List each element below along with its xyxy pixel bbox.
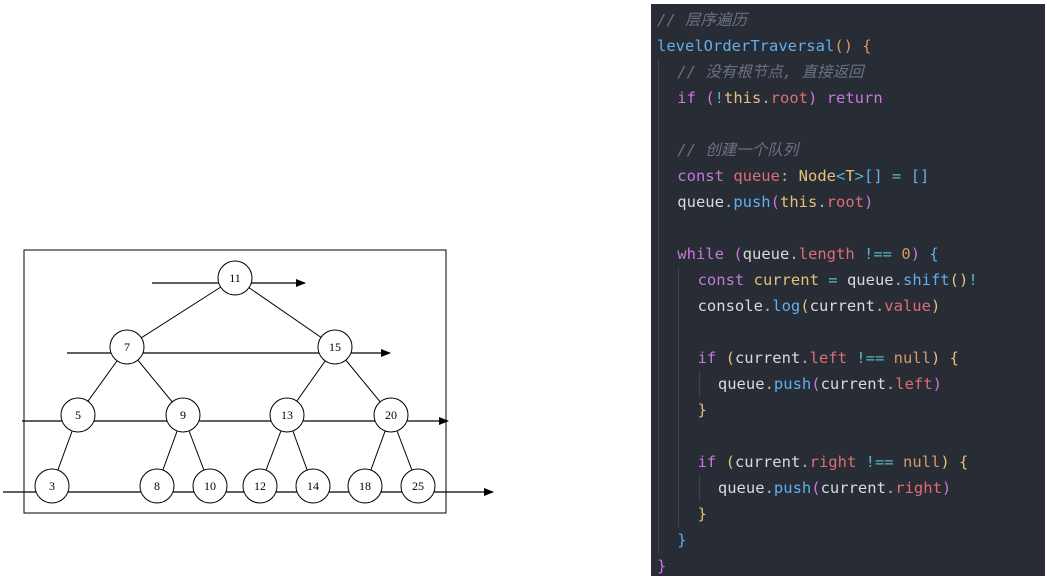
tree-node-9: 9 (165, 397, 201, 433)
prop-length: length (798, 245, 855, 263)
tree-node-label: 10 (204, 479, 216, 493)
kw-while: while (677, 245, 724, 263)
tree-node-10: 10 (192, 468, 228, 504)
prop-root: root (770, 89, 808, 107)
tree-node-circle (347, 468, 383, 504)
function-signature-tail: () { (834, 37, 872, 55)
code-line-4: if (!this.root) return (651, 85, 1045, 111)
tree-node-11: 11 (217, 260, 253, 296)
kw-if: if (677, 89, 696, 107)
code-line-15: queue.push(current.left) (651, 371, 1045, 397)
code-line-9 (651, 215, 1045, 241)
code-line-11: const current = queue.shift()! (651, 267, 1045, 293)
kw-this: this (724, 89, 762, 107)
tree-node-8: 8 (139, 468, 175, 504)
code-line-21: } (651, 527, 1045, 553)
tree-node-14: 14 (295, 468, 331, 504)
tree-node-label: 8 (154, 479, 160, 493)
tree-node-label: 5 (75, 408, 81, 422)
var-current: current (753, 271, 819, 289)
tree-node-13: 13 (269, 397, 305, 433)
tree-node-circle (165, 397, 201, 433)
tree-node-circle (400, 468, 436, 504)
tree-node-circle (34, 468, 70, 504)
tree-node-circle (269, 397, 305, 433)
tree-node-3: 3 (34, 468, 70, 504)
tree-frame (23, 249, 447, 514)
code-line-19: queue.push(current.right) (651, 475, 1045, 501)
code-line-2: levelOrderTraversal() { (651, 33, 1045, 59)
prop-value: value (884, 297, 931, 315)
code-line-7: const queue: Node<T>[] = [] (651, 163, 1045, 189)
code-line-1: // 层序遍历 (651, 7, 1045, 33)
kw-null: null (893, 349, 931, 367)
fn-push: push (733, 193, 771, 211)
fn-log: log (772, 297, 801, 315)
prop-left: left (809, 349, 847, 367)
num-zero: 0 (901, 245, 911, 263)
tree-node-circle (109, 329, 145, 365)
binary-tree-diagram: 11 7 15 5 9 13 20 3 8 10 12 14 18 25 (3, 249, 494, 514)
code-line-10: while (queue.length !== 0) { (651, 241, 1045, 267)
tree-node-12: 12 (242, 468, 278, 504)
type-param: T (845, 167, 855, 185)
obj-console: console (697, 297, 763, 315)
tree-node-label: 20 (385, 408, 397, 422)
tree-edge-11-15 (234, 277, 336, 348)
tree-node-circle (217, 260, 253, 296)
tree-edge-11-7 (126, 277, 236, 348)
var-queue: queue (733, 167, 780, 185)
tree-node-7: 7 (109, 329, 145, 365)
tree-node-18: 18 (347, 468, 383, 504)
tree-node-circle (373, 397, 409, 433)
code-line-18: if (current.right !== null) { (651, 449, 1045, 475)
tree-node-label: 3 (49, 479, 55, 493)
kw-return: return (826, 89, 883, 107)
type-node: Node (798, 167, 836, 185)
code-line-12: console.log(current.value) (651, 293, 1045, 319)
code-line-5 (651, 111, 1045, 137)
tree-node-circle (139, 468, 175, 504)
fn-shift: shift (902, 271, 950, 289)
tree-node-20: 20 (373, 397, 409, 433)
code-line-16: } (651, 397, 1045, 423)
tree-node-circle (60, 397, 96, 433)
tree-node-circle (242, 468, 278, 504)
tree-node-label: 13 (281, 408, 293, 422)
tree-node-circle (192, 468, 228, 504)
tree-node-label: 18 (359, 479, 371, 493)
tree-node-label: 11 (229, 271, 241, 285)
function-name: levelOrderTraversal (657, 37, 835, 55)
tree-node-25: 25 (400, 468, 436, 504)
code-line-13 (651, 319, 1045, 345)
tree-node-5: 5 (60, 397, 96, 433)
comment-no-root: // 没有根节点, 直接返回 (677, 63, 864, 81)
tree-node-label: 15 (329, 340, 341, 354)
tree-node-label: 14 (307, 479, 319, 493)
kw-const: const (677, 167, 724, 185)
comment-level-order: // 层序遍历 (657, 11, 747, 29)
tree-node-label: 25 (412, 479, 424, 493)
code-line-20: } (651, 501, 1045, 527)
code-line-22: } (657, 557, 667, 575)
tree-node-label: 7 (124, 340, 130, 354)
comment-create-queue: // 创建一个队列 (677, 141, 799, 159)
code-line-6: // 创建一个队列 (651, 137, 1045, 163)
prop-right: right (809, 453, 857, 471)
tree-node-15: 15 (317, 329, 353, 365)
tree-node-label: 12 (254, 479, 266, 493)
code-line-14: if (current.left !== null) { (651, 345, 1045, 371)
tree-node-circle (317, 329, 353, 365)
tree-node-label: 9 (180, 408, 186, 422)
tree-node-circle (295, 468, 331, 504)
code-line-3: // 没有根节点, 直接返回 (651, 59, 1045, 85)
code-line-17 (651, 423, 1045, 449)
code-line-8: queue.push(this.root) (651, 189, 1045, 215)
code-editor-panel: // 层序遍历 levelOrderTraversal() { // 没有根节点… (651, 4, 1045, 576)
